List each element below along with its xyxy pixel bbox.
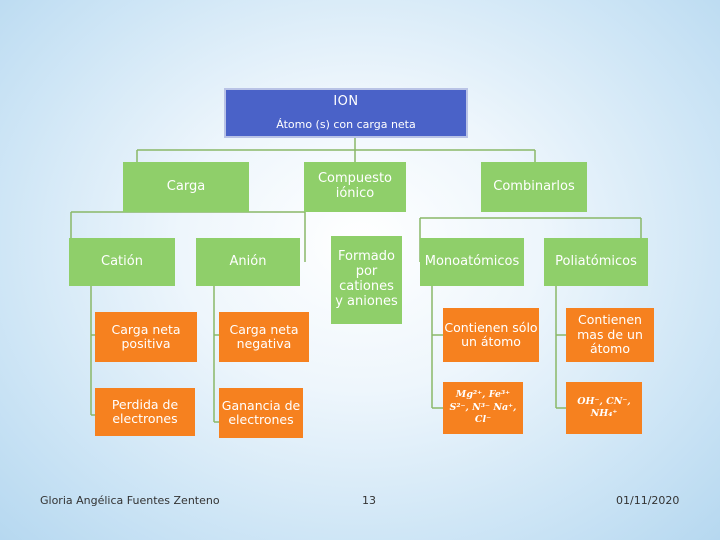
node-poliatomicos: Poliatómicos — [544, 238, 648, 286]
node-anion: Anión — [196, 238, 300, 286]
root-subtitle: Átomo (s) con carga neta — [276, 117, 416, 131]
node-perdida-electrones: Perdida de electrones — [95, 388, 195, 436]
node-polyatomic-examples: OH⁻, CN⁻, NH₄⁺ — [566, 382, 642, 434]
root-node-ion: ION Átomo (s) con carga neta — [224, 88, 468, 138]
node-carga-neta-positiva: Carga neta positiva — [95, 312, 197, 362]
node-formado-por: Formado por cationes y aniones — [331, 236, 402, 324]
footer-author: Gloria Angélica Fuentes Zenteno — [40, 494, 220, 507]
node-contienen-mas-de-un-atomo: Contienen mas de un átomo — [566, 308, 654, 362]
node-combinarlos: Combinarlos — [481, 162, 587, 212]
node-monoatomicos: Monoatómicos — [420, 238, 524, 286]
node-contienen-un-atomo: Contienen sólo un átomo — [443, 308, 539, 362]
node-carga-neta-negativa: Carga neta negativa — [219, 312, 309, 362]
node-carga: Carga — [123, 162, 249, 212]
node-cation: Catión — [69, 238, 175, 286]
footer-date: 01/11/2020 — [616, 494, 680, 507]
node-compuesto-ionico: Compuesto iónico — [304, 162, 406, 212]
node-ganancia-electrones: Ganancia de electrones — [219, 388, 303, 438]
footer-page-number: 13 — [362, 494, 376, 507]
root-title: ION — [333, 93, 359, 109]
node-monoatomic-examples: Mg²⁺, Fe³⁺ S²⁻, N³⁻ Na⁺, Cl⁻ — [443, 382, 523, 434]
